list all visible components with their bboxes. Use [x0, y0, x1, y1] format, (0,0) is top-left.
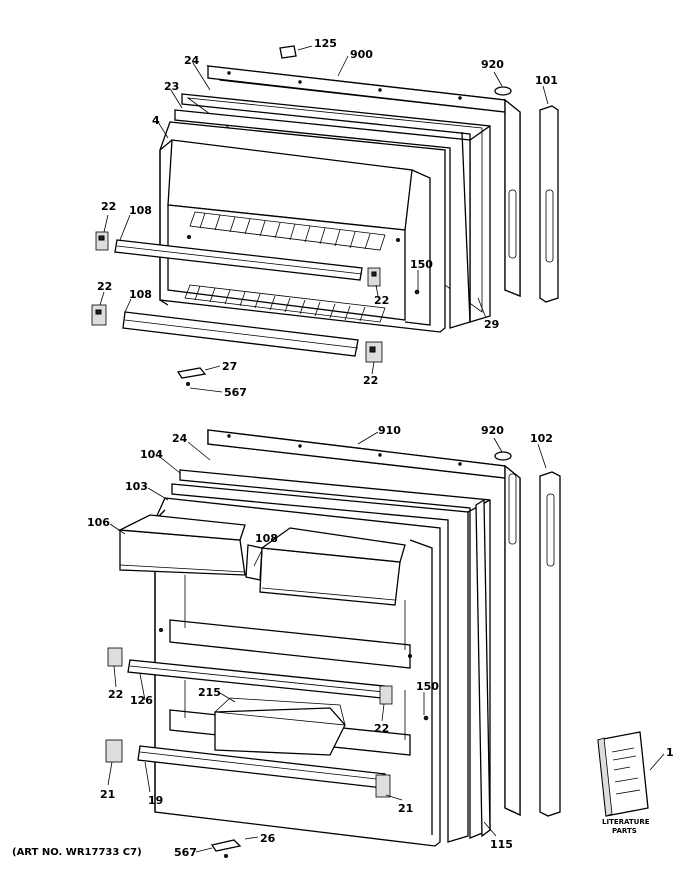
- callout-21-fresh-a: 21: [100, 788, 115, 801]
- callout-125: 125: [314, 37, 337, 50]
- callout-910: 910: [378, 424, 401, 437]
- callout-115: 115: [490, 838, 513, 851]
- freezer-door-gasket: [174, 93, 491, 329]
- freezer-outer-door-panel: [206, 65, 521, 297]
- freezer-shelf-bracket-right-lower: [365, 341, 383, 363]
- fresh-food-outer-door-panel: [207, 429, 521, 817]
- fresh-food-hinge-plug: [494, 451, 512, 461]
- freezer-leader-lines: [99, 45, 549, 393]
- fresh-food-bracket-left-upper: [107, 647, 123, 667]
- callout-900: 900: [350, 48, 373, 61]
- callout-104: 104: [140, 448, 163, 461]
- freezer-shelf-bracket-left-lower: [91, 304, 107, 326]
- callout-567-fresh: 567: [174, 846, 197, 859]
- callout-567-freezer: 567: [224, 386, 247, 399]
- freezer-shelf-bracket-right-upper: [367, 267, 381, 287]
- fresh-food-bracket-right-upper: [379, 685, 393, 705]
- callout-24-freezer: 24: [184, 54, 200, 67]
- fresh-food-screw: [224, 854, 228, 858]
- callout-108-fresh: 108: [255, 532, 278, 545]
- fresh-food-upper-shelf: [169, 619, 411, 669]
- callout-27: 27: [222, 360, 237, 373]
- fresh-food-door-bin-215: [214, 697, 346, 756]
- art-number: (ART NO. WR17733 C7): [12, 847, 142, 858]
- callout-102: 102: [530, 432, 553, 445]
- callout-22-fresh-b: 22: [374, 722, 389, 735]
- callout-126: 126: [130, 694, 153, 707]
- callout-101: 101: [535, 74, 558, 87]
- fresh-food-bracket-left-lower: [105, 739, 123, 763]
- fresh-food-door-assembly: 910 920 24 102 104 103 106 108 22 126 21…: [12, 424, 674, 859]
- freezer-lower-shelf-ribs: [184, 284, 386, 323]
- callout-1: 1: [666, 746, 674, 759]
- callout-920-fresh: 920: [481, 424, 504, 437]
- callout-106: 106: [87, 516, 110, 529]
- callout-150-freezer: 150: [410, 258, 433, 271]
- freezer-shelf-bar-upper: [114, 239, 363, 281]
- callout-920-freezer: 920: [481, 58, 504, 71]
- callout-26: 26: [260, 832, 276, 845]
- literature-label-line1: LITERATURE: [602, 818, 650, 826]
- fresh-food-door-handle: [539, 471, 561, 817]
- callout-22-freezer-b: 22: [374, 294, 389, 307]
- freezer-tag-part: [279, 45, 297, 59]
- callout-103: 103: [125, 480, 148, 493]
- fresh-food-dairy-hinge: [245, 544, 263, 581]
- callout-22-freezer-a: 22: [101, 200, 116, 213]
- callout-215: 215: [198, 686, 221, 699]
- fresh-food-leader-lines: [107, 431, 547, 853]
- freezer-hinge-plug: [494, 86, 512, 96]
- callout-108-freezer-b: 108: [129, 288, 152, 301]
- freezer-door-stop: [176, 367, 207, 379]
- fresh-food-dairy-bin-right: [259, 527, 406, 606]
- freezer-shelf-bar-lower: [122, 311, 359, 357]
- callout-22-fresh-a: 22: [108, 688, 123, 701]
- fresh-food-door-stop: [210, 839, 242, 852]
- callout-108-freezer-a: 108: [129, 204, 152, 217]
- callout-21-fresh-b: 21: [398, 802, 413, 815]
- callout-22-freezer-d: 22: [363, 374, 378, 387]
- callout-150-fresh: 150: [416, 680, 439, 693]
- freezer-inner-door-liner: [159, 121, 446, 333]
- callout-24-fresh: 24: [172, 432, 188, 445]
- literature-parts-booklet: [597, 731, 665, 817]
- freezer-screw: [186, 382, 190, 386]
- literature-label-line2: PARTS: [612, 827, 637, 835]
- callout-29: 29: [484, 318, 499, 331]
- fresh-food-dairy-bin-left: [117, 514, 246, 576]
- freezer-upper-shelf-ribs: [189, 211, 386, 251]
- callout-19: 19: [148, 794, 163, 807]
- freezer-door-assembly: 125 900 920 101 24 23 4 22 108 150 22 22…: [91, 37, 559, 399]
- callout-4: 4: [152, 114, 160, 127]
- freezer-door-handle: [539, 105, 559, 303]
- fresh-food-bracket-right-lower: [375, 774, 391, 798]
- callout-22-freezer-c: 22: [97, 280, 112, 293]
- fresh-food-breaker-strip: [475, 498, 491, 838]
- freezer-shelf-bracket-left-upper: [95, 231, 109, 251]
- callout-23: 23: [164, 80, 179, 93]
